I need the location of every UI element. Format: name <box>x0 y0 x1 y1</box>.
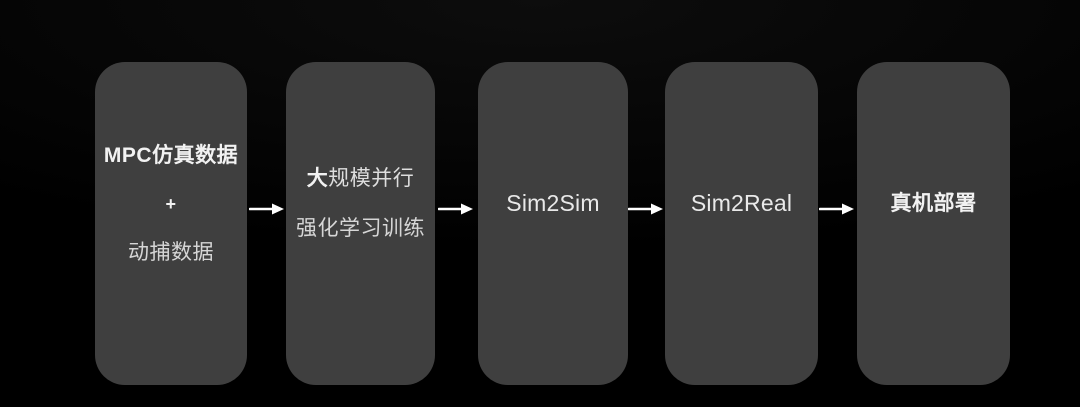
flow-step-training-data: MPC仿真数据 + 动捕数据 <box>95 62 247 385</box>
step-label-rl-training-text: 强化学习训练 <box>296 217 425 240</box>
flow-step-content: Sim2Real <box>691 192 792 215</box>
flow-step-content: 大规模并行 强化学习训练 <box>296 168 425 239</box>
flow-step-content: 真机部署 <box>891 193 977 214</box>
flow-step-real-deployment: 真机部署 <box>857 62 1010 385</box>
step-label-parallel-bold: 大 <box>306 167 329 190</box>
flow-step-content: Sim2Sim <box>506 192 599 215</box>
step-label-mpc-sim-data: MPC仿真数据 <box>103 143 239 167</box>
flow-step-content: MPC仿真数据 + 动捕数据 <box>104 145 238 263</box>
plus-sign: + <box>165 193 177 214</box>
step-label-sim2real: Sim2Real <box>690 190 793 216</box>
flow-step-sim2real: Sim2Real <box>665 62 818 385</box>
arrow-right-icon <box>249 203 284 215</box>
arrow-right-icon <box>819 203 854 215</box>
step-label-sim2sim: Sim2Sim <box>506 190 600 216</box>
flow-step-rl-training: 大规模并行 强化学习训练 <box>286 62 435 385</box>
flow-step-sim2sim: Sim2Sim <box>478 62 628 385</box>
step-label-parallel: 大规模并行 <box>307 168 415 189</box>
step-label-real-deployment: 真机部署 <box>890 192 977 215</box>
step-label-parallel-rest: 规模并行 <box>328 167 415 190</box>
arrow-right-icon <box>628 203 663 215</box>
arrow-right-icon <box>438 203 473 215</box>
step-label-mocap-data: 动捕数据 <box>127 240 214 264</box>
